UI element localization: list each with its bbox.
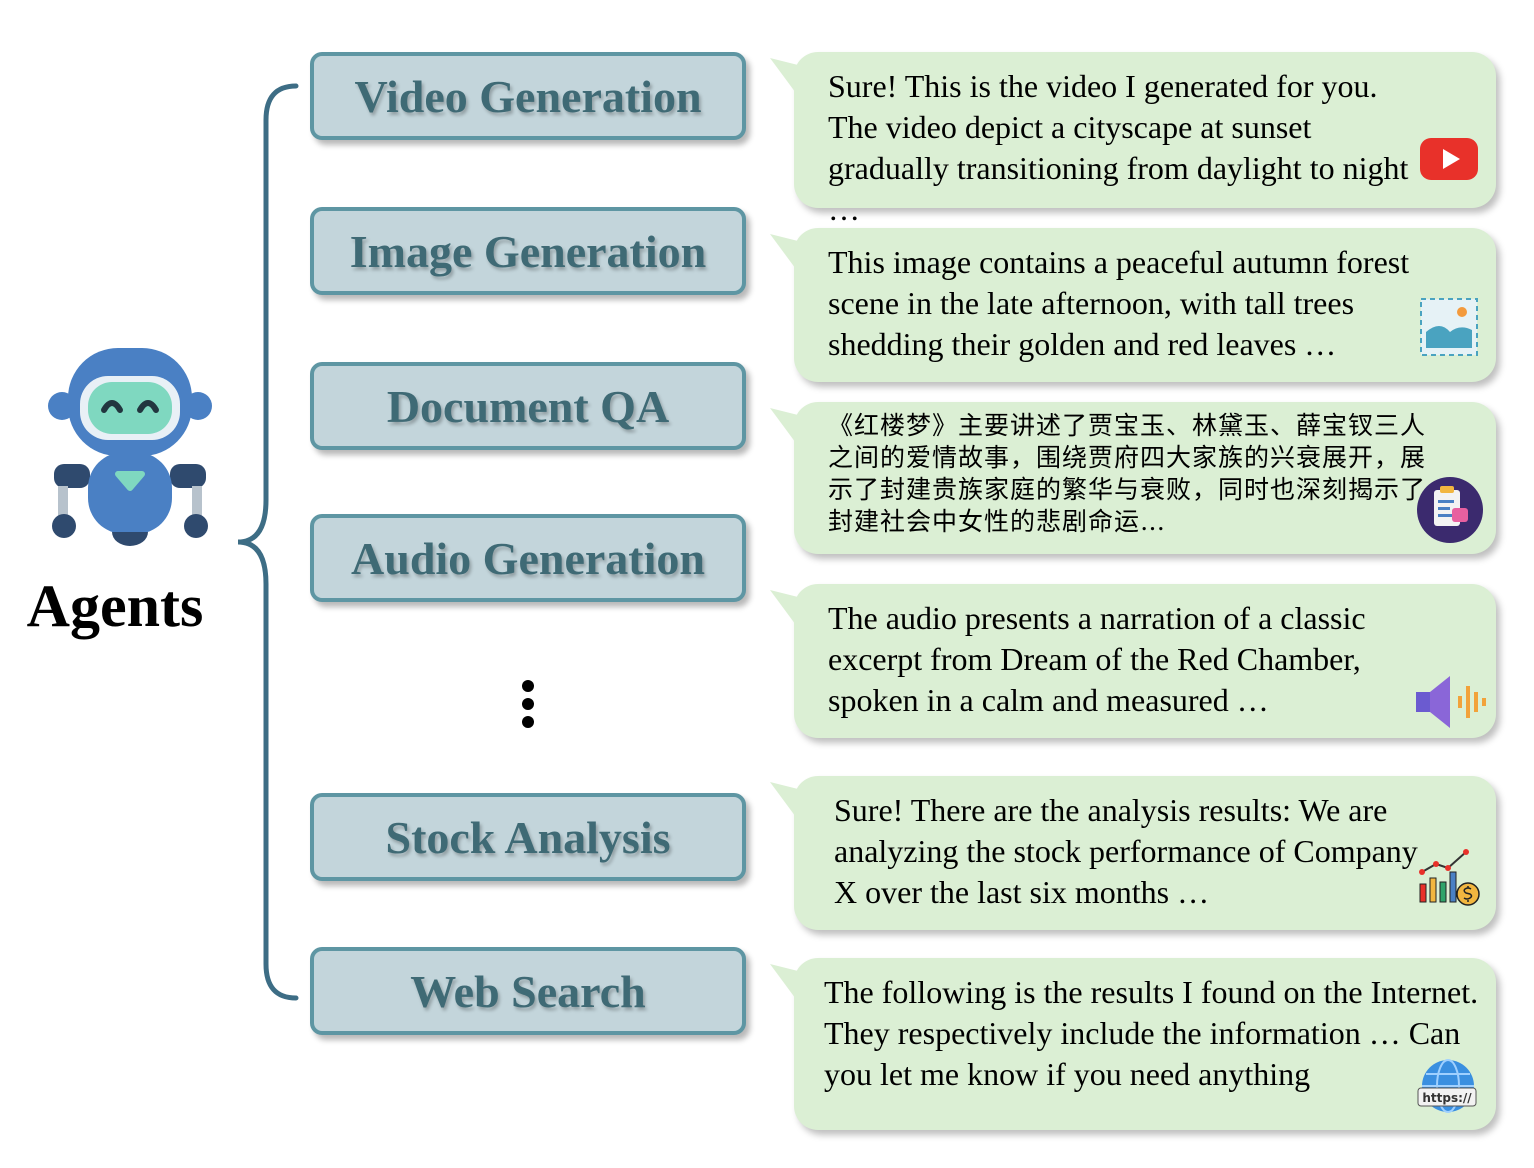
response-bubble-web-search: The following is the results I found on … <box>770 958 1496 1130</box>
curly-brace <box>237 83 299 1001</box>
response-text: Sure! There are the analysis results: We… <box>834 792 1418 910</box>
response-bubble-audio: The audio presents a narration of a clas… <box>770 584 1496 738</box>
response-bubble-stock: Sure! There are the analysis results: We… <box>770 776 1496 930</box>
image-icon <box>1420 298 1478 356</box>
response-text: The audio presents a narration of a clas… <box>828 600 1366 718</box>
response-text: This image contains a peaceful autumn fo… <box>828 244 1410 362</box>
response-bubble-image: This image contains a peaceful autumn fo… <box>770 228 1496 382</box>
response-text: Sure! This is the video I generated for … <box>828 68 1409 227</box>
youtube-play-icon <box>1420 138 1478 180</box>
response-bubble-document-qa: 《红楼梦》主要讲述了贾宝玉、林黛玉、薛宝钗三人之间的爱情故事，围绕贾府四大家族的… <box>770 402 1496 554</box>
category-stock-analysis: Stock Analysis <box>310 793 746 881</box>
category-document-qa: Document QA <box>310 362 746 450</box>
speaker-audio-icon <box>1416 676 1486 728</box>
category-video-generation: Video Generation <box>310 52 746 140</box>
https-label: https:// <box>1422 1091 1472 1105</box>
document-qa-icon <box>1417 477 1483 543</box>
agents-label: Agents <box>26 573 204 639</box>
category-web-search: Web Search <box>310 947 746 1035</box>
response-bubble-video: Sure! This is the video I generated for … <box>770 52 1496 227</box>
robot-icon <box>48 348 212 546</box>
response-text: 《红楼梦》主要讲述了贾宝玉、林黛玉、薛宝钗三人之间的爱情故事，围绕贾府四大家族的… <box>828 411 1427 536</box>
globe-https-icon: https:// <box>1417 1059 1477 1113</box>
category-audio-generation: Audio Generation <box>310 514 746 602</box>
stock-chart-icon <box>1419 849 1480 906</box>
response-text: The following is the results I found on … <box>824 974 1479 1092</box>
category-image-generation: Image Generation <box>310 207 746 295</box>
